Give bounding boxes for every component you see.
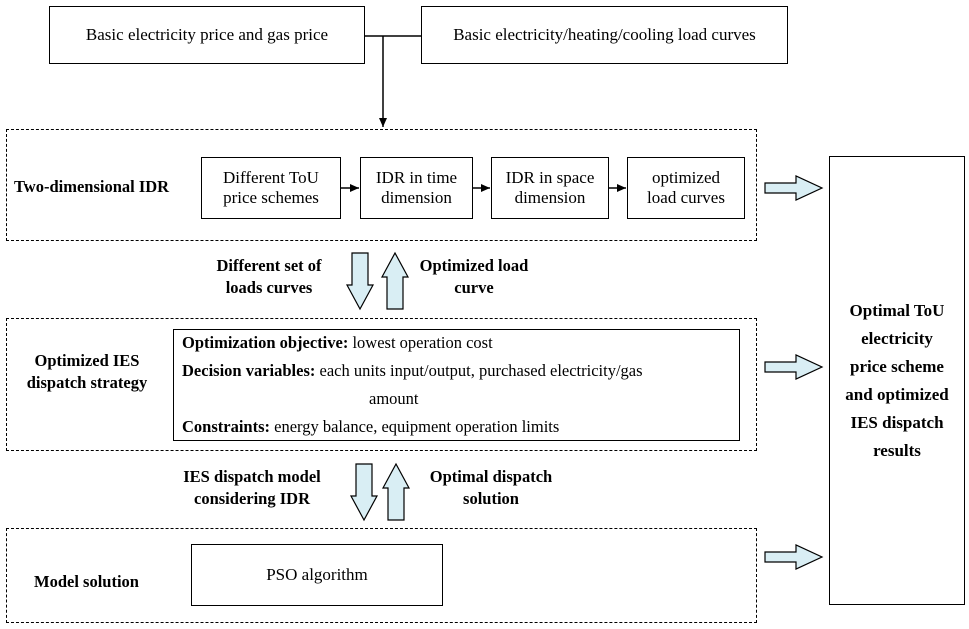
idr-section	[6, 129, 757, 241]
idr-step-tou-schemes: Different ToU price schemes	[201, 157, 341, 219]
dispatch-label-line1: Optimized IES	[34, 351, 140, 370]
result-line-4: and optimized	[845, 384, 949, 404]
idr-step-tou-line1: Different ToU	[223, 168, 319, 187]
hollow-arrow-right-2	[764, 354, 824, 380]
result-line-6: results	[873, 440, 921, 460]
link-up1-line1: Optimized load	[419, 256, 529, 275]
link-down2-line1: IES dispatch model	[183, 467, 321, 486]
idr-step-time-line2: dimension	[381, 188, 452, 207]
result-line-5: IES dispatch	[850, 412, 944, 432]
hollow-arrow-down-1	[345, 252, 375, 311]
dispatch-label: Optimized IES dispatch strategy	[8, 350, 166, 394]
objective-value: lowest operation cost	[352, 333, 493, 352]
input-load-curves-box: Basic electricity/heating/cooling load c…	[421, 6, 788, 64]
result-box: Optimal ToU electricity price scheme and…	[829, 156, 965, 605]
link-down1-label: Different set of loads curves	[192, 255, 346, 299]
input-load-curves-text: Basic electricity/heating/cooling load c…	[453, 25, 756, 44]
result-line-3: price scheme	[850, 356, 944, 376]
link-up1-line2: curve	[454, 278, 494, 297]
pso-algorithm-box: PSO algorithm	[191, 544, 443, 606]
solution-section	[6, 528, 757, 623]
idr-step-space: IDR in space dimension	[491, 157, 609, 219]
objective-line: Optimization objective: lowest operation…	[182, 333, 493, 353]
variables-label: Decision variables:	[182, 361, 316, 380]
hollow-arrow-down-2	[349, 463, 379, 522]
idr-step-optimized-line1: optimized	[652, 168, 720, 187]
link-up2-line2: solution	[463, 489, 519, 508]
idr-step-tou-line2: price schemes	[223, 188, 319, 207]
solution-label: Model solution	[34, 572, 139, 591]
link-down1-line2: loads curves	[225, 278, 313, 297]
link-up2-line1: Optimal dispatch	[429, 467, 553, 486]
constraints-value: energy balance, equipment operation limi…	[274, 417, 560, 436]
idr-step-space-line1: IDR in space	[505, 168, 595, 187]
idr-step-time-line1: IDR in time	[375, 168, 458, 187]
dispatch-label-line2: dispatch strategy	[26, 373, 148, 392]
idr-step-space-line2: dimension	[514, 188, 586, 207]
idr-step-optimized-line2: load curves	[647, 188, 725, 207]
dispatch-content-box: Optimization objective: lowest operation…	[173, 329, 740, 441]
result-line-1: Optimal ToU	[849, 300, 945, 320]
input-price-box: Basic electricity price and gas price	[49, 6, 365, 64]
idr-label: Two-dimensional IDR	[14, 177, 170, 196]
objective-label: Optimization objective:	[182, 333, 349, 352]
link-down2-line2: considering IDR	[194, 489, 310, 508]
link-up2-label: Optimal dispatch solution	[406, 466, 576, 510]
constraints-line: Constraints: energy balance, equipment o…	[182, 417, 559, 437]
hollow-arrow-right-3	[764, 544, 824, 570]
pso-algorithm-text: PSO algorithm	[266, 565, 368, 584]
idr-step-time: IDR in time dimension	[360, 157, 473, 219]
result-line-2: electricity	[861, 328, 933, 348]
input-price-text: Basic electricity price and gas price	[85, 25, 329, 44]
link-down2-label: IES dispatch model considering IDR	[160, 466, 344, 510]
hollow-arrow-right-1	[764, 175, 824, 201]
link-up1-label: Optimized load curve	[402, 255, 546, 299]
constraints-label: Constraints:	[182, 417, 271, 436]
idr-step-optimized-curves: optimized load curves	[627, 157, 745, 219]
variables-line: Decision variables: each units input/out…	[182, 361, 643, 381]
dispatch-section	[6, 318, 757, 451]
link-down1-line1: Different set of	[216, 256, 322, 275]
variables-value: each units input/output, purchased elect…	[319, 361, 643, 380]
variables-cont-line: amount	[369, 389, 419, 408]
